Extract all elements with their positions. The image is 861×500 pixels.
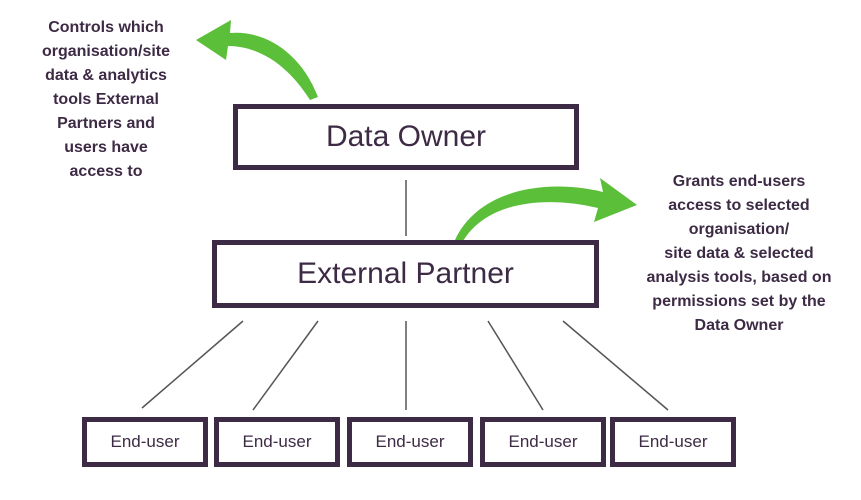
end-user-label: End-user [638,432,708,451]
partner-note-line: access to selected [668,197,810,214]
partner-note-line: site data & selected [664,245,814,262]
owner-note-line: organisation/site [41,43,171,60]
end-user-box-1: End-user [82,417,208,467]
owner-note-line: Controls which [48,19,164,36]
end-user-box-2: End-user [214,417,340,467]
external-partner-label: External Partner [297,257,514,290]
end-user-connector-5 [562,320,669,411]
owner-note-line: Partners and [57,115,155,132]
end-user-box-3: End-user [347,417,473,467]
partner-note-line: analysis tools, based on [646,269,832,286]
partner-note-line: permissions set by the [652,293,826,310]
data-owner-box: Data Owner [233,104,579,170]
end-user-label: End-user [110,432,180,451]
owner-note-line: users have [64,139,148,156]
end-user-connector-2 [252,320,319,411]
end-user-connector-4 [487,320,544,411]
data-owner-label: Data Owner [325,120,487,153]
end-user-label: End-user [242,432,312,451]
owner-note-line: access to [69,163,143,180]
partner-note-arrow-icon [455,178,637,241]
partner-note-line: Data Owner [694,317,784,334]
end-user-box-5: End-user [610,417,736,467]
partner-note-line: organisation/ [688,221,790,238]
owner-note-arrow-icon [196,20,318,100]
external-partner-box: External Partner [212,240,599,308]
owner-note-line: data & analytics [45,67,167,84]
end-user-box-4: End-user [480,417,606,467]
end-user-label: End-user [375,432,445,451]
partner-note-line: Grants end-users [672,173,806,190]
owner-note-line: tools External [53,91,159,108]
partner-note: Grants end-users access to selected orga… [620,170,858,338]
owner-note: Controls which organisation/site data & … [10,16,202,184]
end-user-connector-1 [141,320,244,409]
end-user-label: End-user [508,432,578,451]
